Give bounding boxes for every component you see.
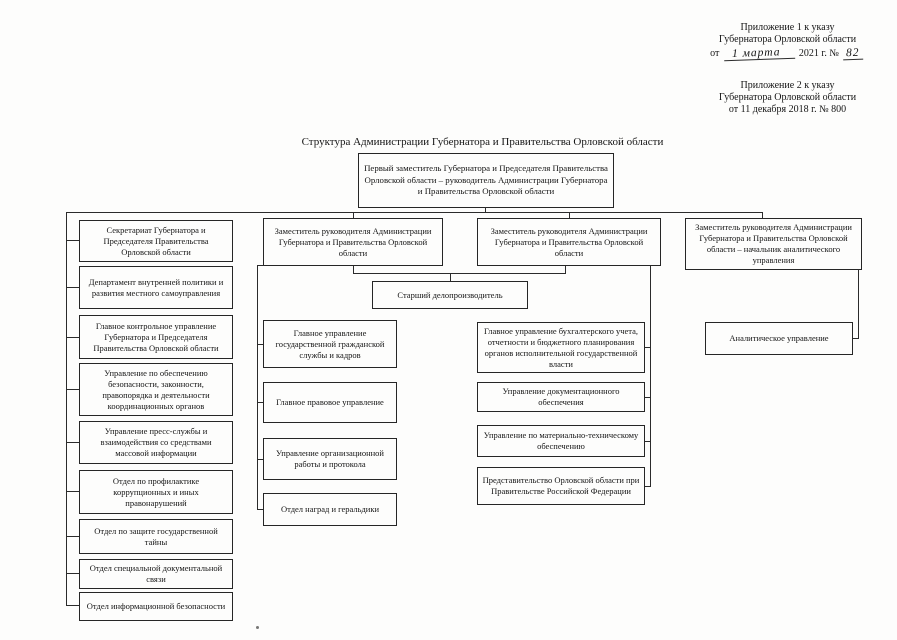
box-legal-directorate: Главное правовое управление bbox=[263, 382, 397, 423]
connector-col3-stub-4 bbox=[645, 486, 651, 488]
annex-1-date-prefix: от bbox=[710, 48, 720, 59]
box-security-directorate: Управление по обеспечению безопасности, … bbox=[79, 363, 233, 416]
connector-col3-stub-3 bbox=[645, 441, 651, 443]
box-analytical-directorate: Аналитическое управление bbox=[705, 322, 853, 355]
connector-col1-stub-2 bbox=[66, 287, 79, 289]
connector-col4-head-stub bbox=[762, 212, 764, 219]
connector-col1-stub-3 bbox=[66, 337, 79, 339]
connector-main-bus bbox=[66, 212, 763, 214]
box-deputy-head-2: Заместитель руководителя Администрации Г… bbox=[477, 218, 661, 266]
box-state-secret-dept: Отдел по защите государственной тайны bbox=[79, 519, 233, 554]
connector-col1-stub-6 bbox=[66, 491, 79, 493]
connector-col1-stub-4 bbox=[66, 389, 79, 391]
connector-clerk-bus bbox=[353, 273, 566, 275]
box-senior-clerk: Старший делопроизводитель bbox=[372, 281, 528, 309]
box-awards-heraldry: Отдел наград и геральдики bbox=[263, 493, 397, 526]
box-document-support: Управление документационного обеспечения bbox=[477, 382, 645, 412]
connector-col4-stub bbox=[853, 338, 859, 340]
box-secretariat: Секретариат Губернатора и Председателя П… bbox=[79, 220, 233, 262]
annex-1-line-2: Губернатора Орловской области bbox=[718, 34, 857, 45]
connector-col1-stub-1 bbox=[66, 240, 79, 242]
annex-2-line-1: Приложение 2 к указу bbox=[740, 80, 835, 91]
box-material-technical: Управление по материально-техническому о… bbox=[477, 425, 645, 457]
connector-col3-head-stub bbox=[569, 212, 571, 219]
connector-col3-stub-2 bbox=[645, 397, 651, 399]
connector-col4-spine bbox=[858, 269, 860, 339]
box-press-service: Управление пресс-службы и взаимодействия… bbox=[79, 421, 233, 464]
connector-col2-spine bbox=[257, 265, 259, 510]
connector-col1-stub-9 bbox=[66, 605, 79, 607]
handwritten-date: 1 марта bbox=[723, 45, 795, 62]
connector-col1-stub-8 bbox=[66, 573, 79, 575]
box-deputy-head-1: Заместитель руководителя Администрации Г… bbox=[263, 218, 443, 266]
box-internal-policy-dept: Департамент внутренней политики и развит… bbox=[79, 266, 233, 309]
box-civil-service-hr: Главное управление государственной гражд… bbox=[263, 320, 397, 368]
connector-col1-spine bbox=[66, 212, 68, 606]
annex-1-header: Приложение 1 к указу Губернатора Орловск… bbox=[695, 22, 880, 62]
connector-col2-stub-4 bbox=[257, 509, 263, 511]
connector-root-stub bbox=[485, 207, 487, 213]
connector-col2-spine-top bbox=[257, 265, 264, 267]
connector-col3-stub-1 bbox=[645, 347, 651, 349]
box-anticorruption-dept: Отдел по профилактике коррупционных и ин… bbox=[79, 470, 233, 514]
box-infosec-dept: Отдел информационной безопасности bbox=[79, 592, 233, 621]
connector-clerk-stub bbox=[450, 273, 452, 282]
annex-1-date-middle: 2021 г. № bbox=[798, 48, 839, 59]
annex-2-line-3: от 11 декабря 2018 г. № 800 bbox=[728, 104, 847, 115]
connector-col3-to-clerk bbox=[565, 266, 567, 274]
connector-col2-head-stub bbox=[353, 212, 355, 219]
page-title: Структура Администрации Губернатора и Пр… bbox=[301, 136, 664, 148]
connector-col2-stub-3 bbox=[257, 459, 263, 461]
handwritten-number: 82 bbox=[843, 46, 864, 61]
annex-1-line-1: Приложение 1 к указу bbox=[740, 22, 835, 33]
scan-artifact-dot bbox=[256, 626, 259, 629]
box-first-deputy-governor: Первый заместитель Губернатора и Председ… bbox=[358, 153, 614, 208]
box-control-directorate: Главное контрольное управление Губернато… bbox=[79, 315, 233, 359]
box-deputy-head-analytical: Заместитель руководителя Администрации Г… bbox=[685, 218, 862, 270]
box-org-protocol: Управление организационной работы и прот… bbox=[263, 438, 397, 480]
annex-1-line-3: от 1 марта 2021 г. № 82 bbox=[695, 45, 880, 62]
box-accounting-budget: Главное управление бухгалтерского учета,… bbox=[477, 322, 645, 373]
annex-2-header: Приложение 2 к указу Губернатора Орловск… bbox=[695, 80, 880, 116]
connector-col2-to-clerk bbox=[353, 266, 355, 274]
box-representative-office: Представительство Орловской области при … bbox=[477, 467, 645, 505]
connector-col1-stub-5 bbox=[66, 442, 79, 444]
annex-2-line-2: Губернатора Орловской области bbox=[718, 92, 857, 103]
connector-col2-stub-1 bbox=[257, 344, 263, 346]
connector-col2-stub-2 bbox=[257, 402, 263, 404]
box-special-comms-dept: Отдел специальной документальной связи bbox=[79, 559, 233, 589]
connector-col3-spine bbox=[650, 266, 652, 487]
connector-col1-stub-7 bbox=[66, 536, 79, 538]
